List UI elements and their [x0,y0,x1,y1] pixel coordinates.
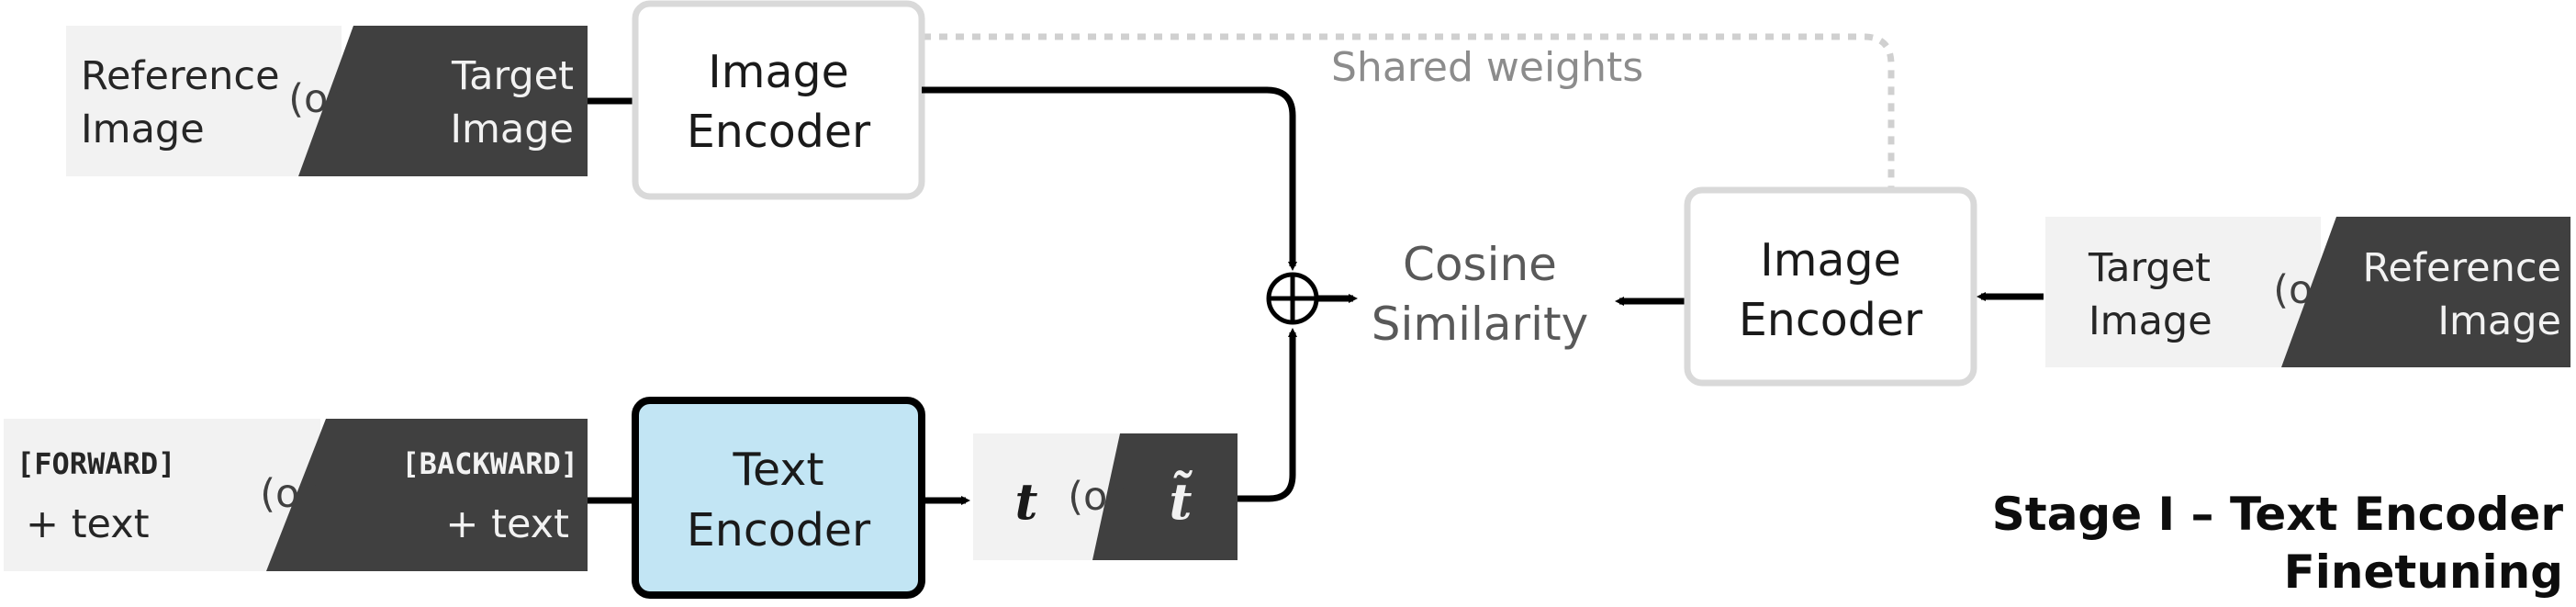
text-input-panel: [FORWARD] + text (or) [BACKWARD] + text [4,419,588,571]
right-input-reference-line2: Image [2437,298,2561,344]
text-input-dark-bg [266,419,588,571]
image-encoder-top-box [632,0,925,200]
text-encoder: Text Encoder [632,397,925,599]
top-encoder-to-combine-arrow [922,86,1297,271]
cosine-line2: Similarity [1372,298,1588,351]
backward-text: + text [445,501,569,547]
token-output-panel: t (or) t̃ [973,433,1238,560]
text-encoder-box [632,397,925,599]
image-encoder-right-line2: Encoder [1739,294,1923,346]
backward-token: [BACKWARD] [401,446,578,481]
top-input-target-line1: Target [451,53,574,99]
stage-title-line1: Stage I – Text Encoder [1992,488,2564,541]
right-input-or: (or) [2273,267,2345,313]
token-or: (or) [1068,474,1139,520]
image-encoder-right: Image Encoder [1684,186,1977,387]
right-input-target-line1: Target [2088,245,2211,291]
top-input-target-line2: Image [450,107,574,152]
image-encoder-top-line2: Encoder [687,106,871,158]
text-input-or: (or) [260,471,331,517]
right-input-panel: Target Image (or) Reference Image [2045,217,2570,367]
image-encoder-right-line1: Image [1760,234,1900,287]
top-input-reference-line1: Reference [81,53,280,99]
image-encoder-right-box [1684,186,1977,387]
token-output-light-bg [973,433,1120,560]
top-input-or: (or) [288,76,360,122]
combine-plus-circle-icon [1266,272,1319,325]
top-input-reference-line2: Image [81,107,205,152]
right-input-target-line2: Image [2089,298,2212,344]
token-t: t [1015,472,1038,531]
text-encoder-line1: Text [732,444,823,496]
top-input-dark-bg [298,26,588,176]
right-input-dark-bg [2281,217,2570,367]
token-to-combine-arrow [1238,328,1297,502]
image-encoder-top: Image Encoder [632,0,925,200]
token-output-dark-bg [1092,433,1238,560]
image-encoder-top-line1: Image [708,46,848,98]
right-input-reference-line1: Reference [2362,245,2561,291]
right-input-light-bg [2045,217,2321,367]
cosine-line1: Cosine [1403,238,1557,291]
token-t-tilde: t̃ [1170,470,1193,531]
shared-weights-dotted-line [923,33,1895,190]
forward-text: + text [26,501,150,547]
top-input-panel: Reference Image (or) Target Image [66,26,588,176]
top-input-light-bg [66,26,342,176]
shared-weights-label: Shared weights [1331,44,1643,91]
text-encoder-line2: Encoder [687,504,871,556]
forward-token: [FORWARD] [17,446,175,481]
text-input-light-bg [4,419,320,571]
stage-title-line2: Finetuning [2284,545,2563,599]
